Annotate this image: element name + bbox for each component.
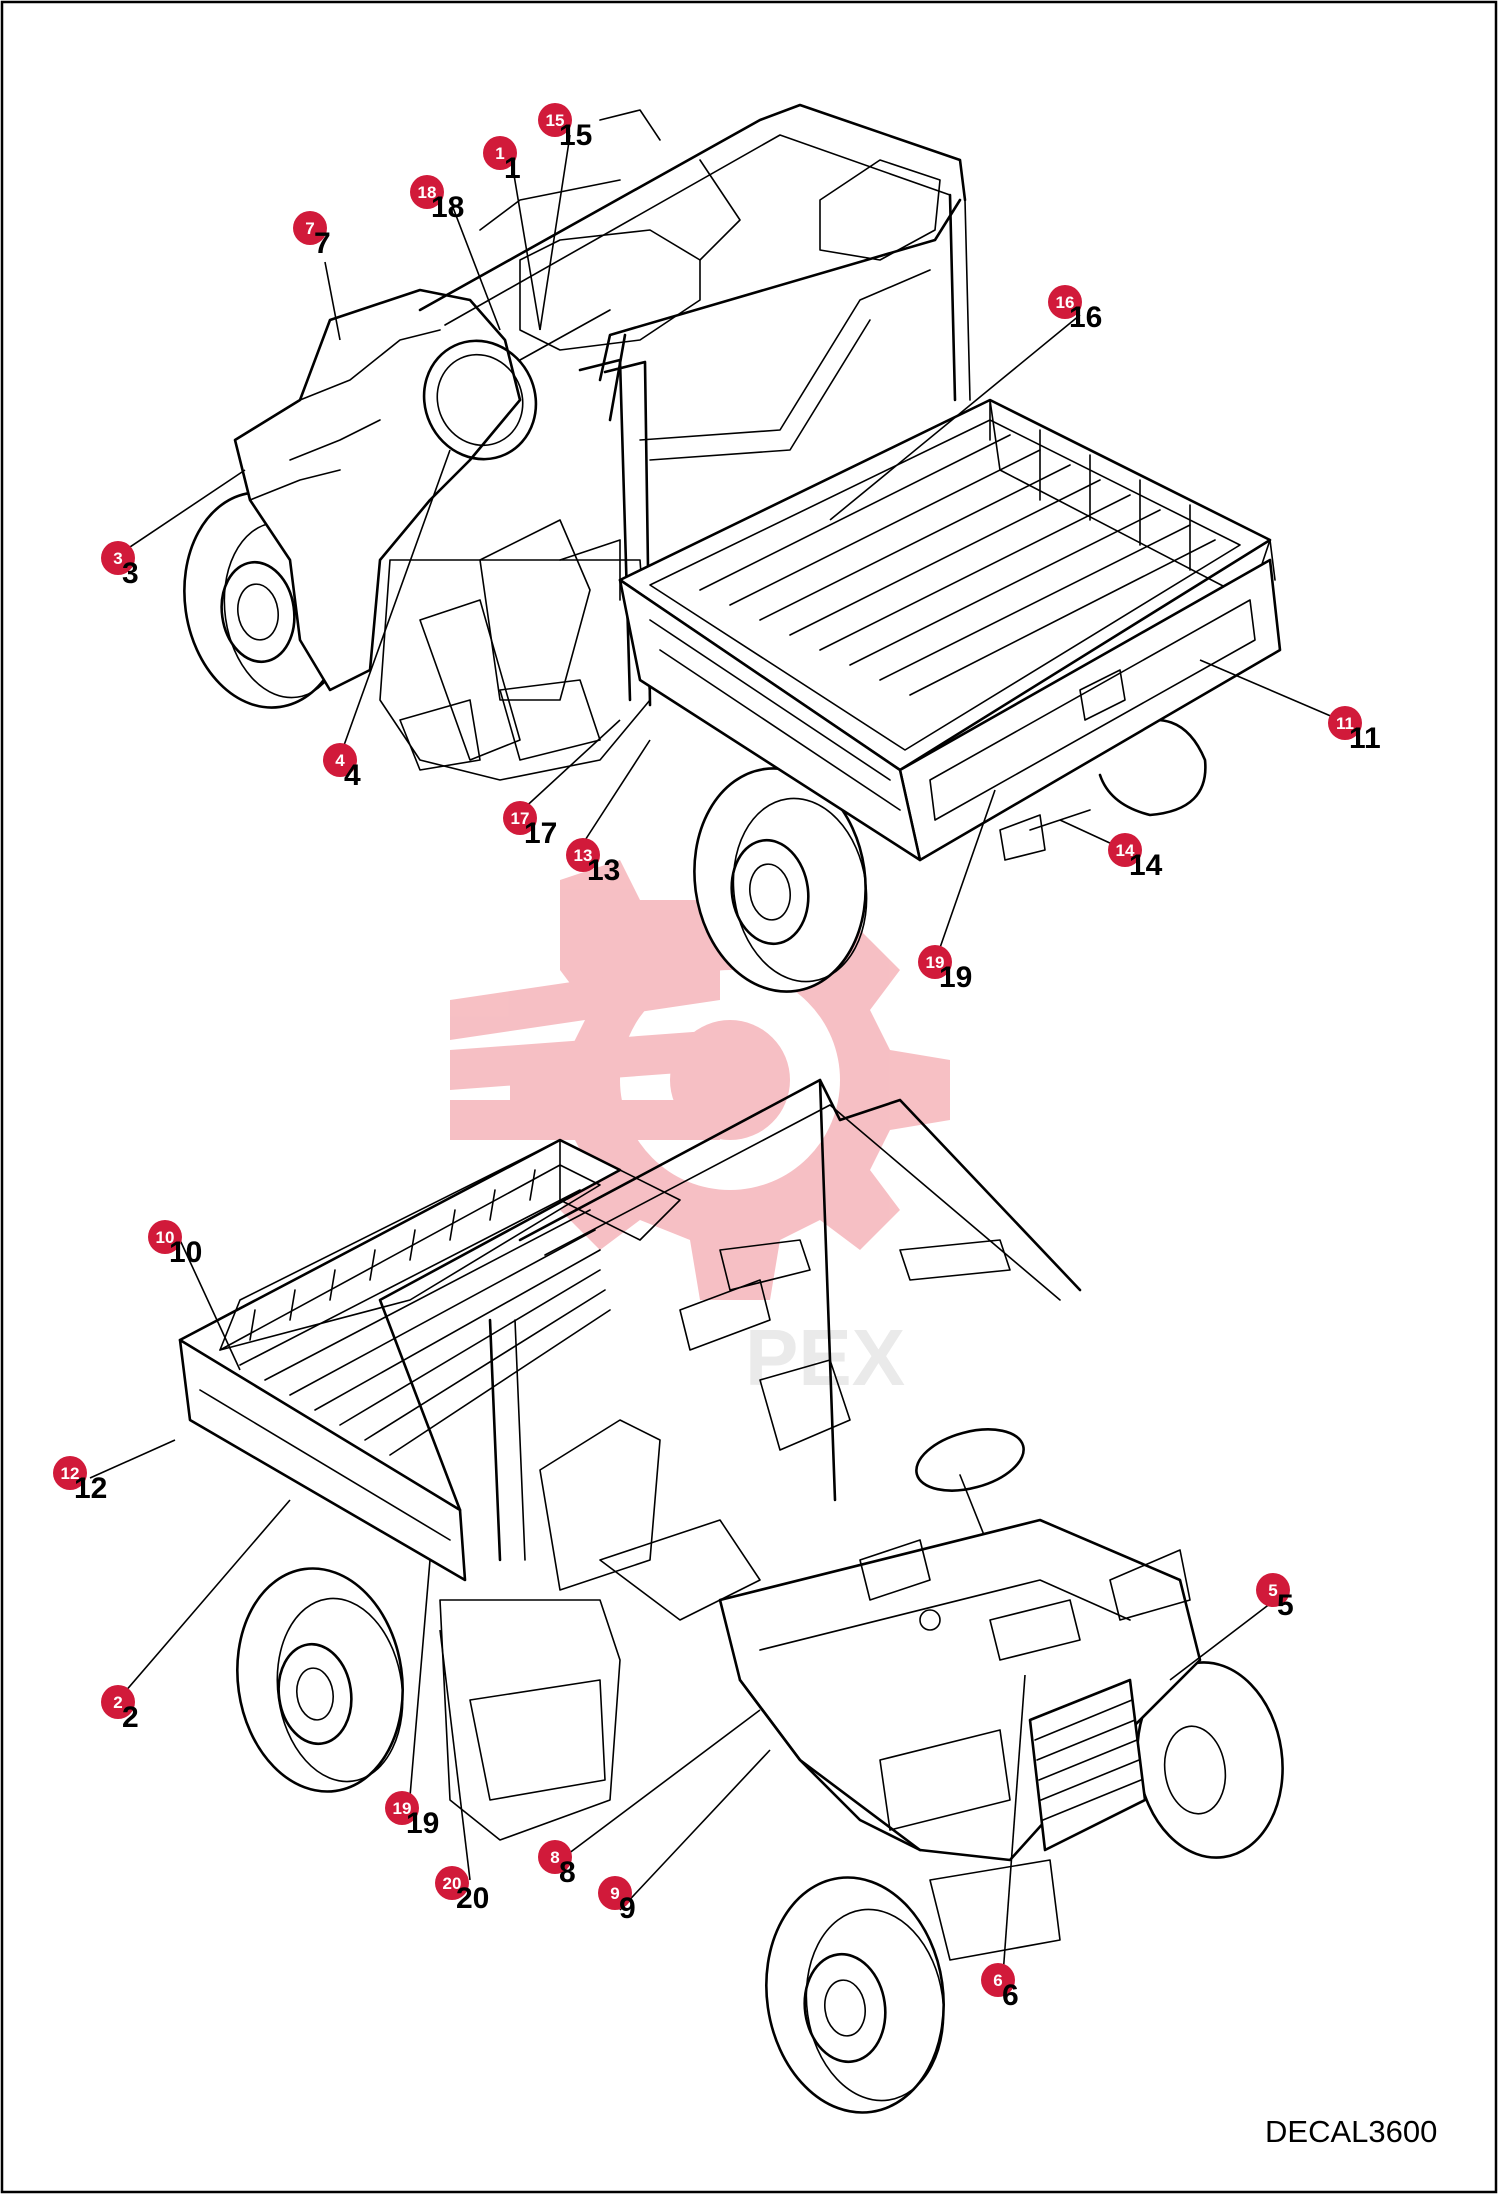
callout-bubble-label: 7 [305, 219, 314, 238]
figure-code: DECAL3600 [1265, 2114, 1437, 2149]
callout-14: 14 14 [1108, 833, 1163, 882]
callout-number: 15 [559, 119, 592, 152]
callout-19-top: 19 19 [918, 945, 972, 994]
callout-bubble-label: 15 [546, 111, 565, 130]
callout-bubble-label: 20 [443, 1874, 462, 1893]
callout-number: 16 [1069, 301, 1102, 334]
callout-4: 4 4 [323, 743, 361, 792]
watermark-logo: PEX [450, 860, 950, 1402]
callout-bubble-label: 5 [1268, 1581, 1277, 1600]
callout-16: 16 16 [1048, 285, 1102, 334]
callout-bubble-label: 17 [511, 809, 530, 828]
callout-8: 8 8 [538, 1840, 576, 1889]
callout-bubble-label: 8 [550, 1848, 559, 1867]
callout-bubble [538, 103, 572, 137]
callout-number: 11 [1349, 722, 1381, 755]
callout-bubble [918, 945, 952, 979]
callout-bubble [1048, 285, 1082, 319]
callout-bubble [148, 1220, 182, 1254]
callout-number: 19 [406, 1807, 439, 1840]
callout-7: 7 7 [293, 211, 331, 260]
callout-3: 3 3 [101, 541, 139, 590]
callout-bubble [566, 838, 600, 872]
callout-bubble [1256, 1573, 1290, 1607]
callout-number: 13 [587, 854, 620, 887]
callout-number: 4 [344, 759, 361, 792]
vehicle-front-view [178, 1078, 1284, 2114]
callout-9: 9 9 [598, 1876, 636, 1925]
callout-bubble-label: 6 [993, 1971, 1002, 1990]
callout-number: 9 [619, 1892, 636, 1925]
callout-bubble [101, 1685, 135, 1719]
callout-number: 17 [524, 817, 557, 850]
callout-number: 7 [314, 227, 331, 260]
callout-bubble-label: 10 [156, 1228, 175, 1247]
callout-bubble [435, 1866, 469, 1900]
callout-bubble [538, 1840, 572, 1874]
callout-leader-lines [89, 134, 1341, 1976]
callout-bubble-label: 16 [1056, 293, 1075, 312]
callout-bubble-label: 19 [926, 953, 945, 972]
callout-5: 5 5 [1256, 1573, 1294, 1622]
callouts: 15 15 1 1 18 18 7 7 16 16 3 3 [53, 103, 1381, 2012]
callout-number: 18 [431, 191, 464, 224]
vehicle-rear-view [183, 103, 1282, 993]
callout-number: 20 [456, 1882, 489, 1915]
callout-bubble-label: 1 [495, 144, 504, 163]
callout-bubble [483, 136, 517, 170]
callout-bubble [598, 1876, 632, 1910]
callout-number: 8 [559, 1856, 576, 1889]
callout-1: 1 1 [483, 136, 521, 185]
callout-number: 2 [122, 1701, 139, 1734]
callout-bubble [101, 541, 135, 575]
callout-15: 15 15 [538, 103, 592, 152]
callout-17: 17 17 [503, 801, 557, 850]
callout-13: 13 13 [566, 838, 620, 887]
callout-bubble-label: 19 [393, 1799, 412, 1818]
callout-bubble-label: 9 [610, 1884, 619, 1903]
callout-bubble [410, 175, 444, 209]
callout-bubble [981, 1963, 1015, 1997]
callout-bubble [385, 1791, 419, 1825]
callout-bubble [503, 801, 537, 835]
callout-bubble-label: 4 [335, 751, 345, 770]
callout-19-bottom: 19 19 [385, 1791, 439, 1840]
callout-11: 11 11 [1328, 706, 1381, 755]
callout-bubble-label: 2 [113, 1693, 122, 1712]
callout-number: 14 [1129, 849, 1163, 882]
callout-number: 1 [504, 152, 521, 185]
callout-2: 2 2 [101, 1685, 139, 1734]
callout-bubble-label: 18 [418, 183, 437, 202]
callout-bubble-label: 3 [113, 549, 122, 568]
callout-number: 3 [122, 557, 139, 590]
callout-20: 20 20 [435, 1866, 489, 1915]
svg-text:PEX: PEX [745, 1313, 905, 1402]
callout-bubble [1108, 833, 1142, 867]
callout-10: 10 10 [148, 1220, 202, 1269]
callout-number: 5 [1277, 1589, 1294, 1622]
callout-number: 19 [939, 961, 972, 994]
callout-number: 10 [169, 1236, 202, 1269]
callout-bubble-label: 12 [61, 1464, 80, 1483]
callout-6: 6 6 [981, 1963, 1019, 2012]
callout-number: 12 [74, 1472, 107, 1505]
callout-bubble [323, 743, 357, 777]
callout-number: 6 [1002, 1979, 1019, 2012]
callout-bubble-label: 13 [574, 846, 593, 865]
callout-bubble-label: 14 [1116, 841, 1135, 860]
callout-bubble [1328, 706, 1362, 740]
callout-bubble [293, 211, 327, 245]
callout-18: 18 18 [410, 175, 464, 224]
callout-12: 12 12 [53, 1456, 107, 1505]
callout-bubble-label: 11 [1336, 714, 1354, 733]
callout-bubble [53, 1456, 87, 1490]
